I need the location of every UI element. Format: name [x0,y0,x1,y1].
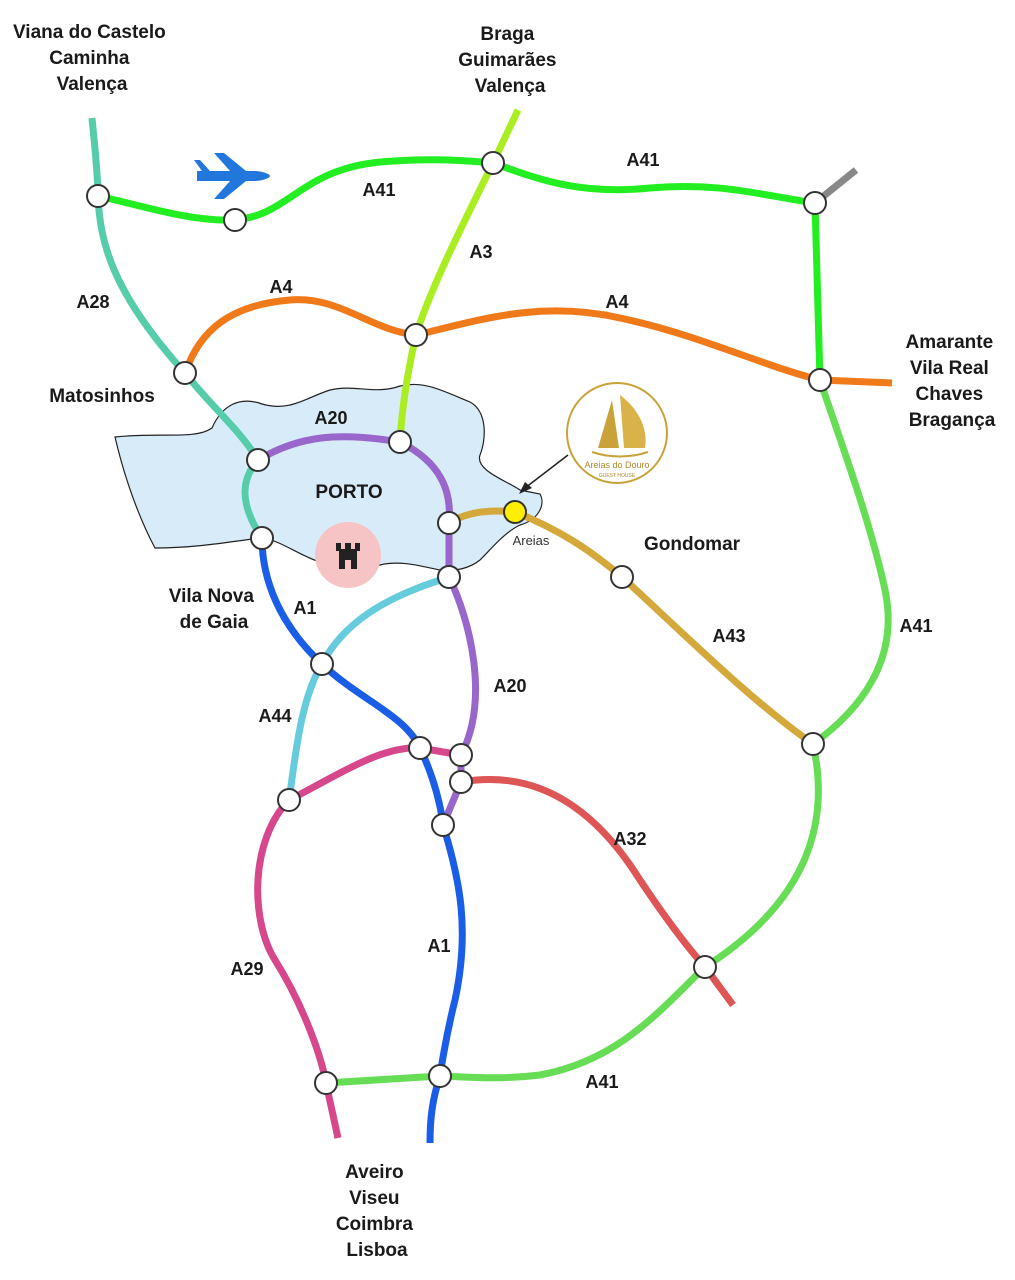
road-a32 [460,775,736,1008]
logo-subtitle: GUEST HOUSE [599,473,636,479]
junctions [86,151,832,1095]
place-gondomar: Gondomar [644,534,741,555]
destination-label: Aveiro [345,1162,403,1183]
place-vila-nova-de-gaia: Vila Nova de Gaia [169,586,259,633]
junction[interactable] [314,1071,338,1095]
place-matosinhos: Matosinhos [49,386,155,407]
junction[interactable] [801,732,825,756]
road-label-a1: A1 [427,936,450,956]
junction[interactable] [277,788,301,812]
junction[interactable] [86,184,110,208]
destination-label: Valença [57,74,128,95]
road-a4 [181,296,893,387]
junction[interactable] [310,652,334,676]
destination-label: Vila Real [910,358,989,379]
logo: Areias do Douro GUEST HOUSE [566,382,668,484]
place-label: Vila Nova [169,586,255,607]
destination-label: Chaves [916,384,984,405]
junction[interactable] [437,565,461,589]
road-a20 [256,433,480,827]
junction[interactable] [431,813,455,837]
road-label-a1: A1 [293,598,316,618]
road-label-a4: A4 [605,292,628,312]
destinations-south: Aveiro Viseu Coimbra Lisboa [336,1162,418,1261]
junction[interactable] [408,736,432,760]
road-label-a41: A41 [626,150,659,170]
junction[interactable] [808,368,832,392]
road-label-a41: A41 [899,616,932,636]
junction[interactable] [803,191,827,215]
pointer-arrow-icon [519,454,569,494]
junction[interactable] [693,955,717,979]
logo-name: Areias do Douro [584,460,649,470]
junction[interactable] [173,361,197,385]
place-areias: Areias [513,533,550,548]
destination-label: Amarante [906,332,994,353]
junction[interactable] [610,565,634,589]
destination-label: Bragança [909,410,996,431]
junction[interactable] [388,430,412,454]
road-label-a4: A4 [269,277,292,297]
road-label-a29: A29 [230,959,263,979]
airplane-icon [194,153,270,199]
junction[interactable] [428,1064,452,1088]
junction[interactable] [437,511,461,535]
destination-label: Lisboa [346,1240,408,1261]
road-label-a41: A41 [362,180,395,200]
destination-label: Braga [480,24,534,45]
road-label-a43: A43 [712,626,745,646]
place-label: de Gaia [180,612,249,633]
road-label-a28: A28 [76,292,109,312]
areias-marker[interactable] [503,500,527,524]
place-porto: PORTO [315,482,382,503]
destinations-east: Amarante Vila Real Chaves Bragança [906,332,999,431]
destination-label: Caminha [49,48,130,69]
junction[interactable] [250,526,274,550]
road-label-a20: A20 [314,408,347,428]
junction[interactable] [449,743,473,767]
road-label-a44: A44 [258,706,291,726]
destination-label: Viseu [349,1188,399,1209]
junction[interactable] [481,151,505,175]
destination-label: Valença [475,76,546,97]
road-label-a20: A20 [493,676,526,696]
road-label-a3: A3 [469,242,492,262]
road-a43 [447,507,816,747]
road-label-a32: A32 [613,829,646,849]
junction[interactable] [449,770,473,794]
junction[interactable] [404,323,428,347]
destination-label: Viana do Castelo [13,22,166,43]
destinations-northwest: Viana do Castelo Caminha Valença [13,22,171,95]
castle-landmark [315,522,381,588]
junction[interactable] [223,208,247,232]
destination-label: Guimarães [458,50,556,71]
destination-label: Coimbra [336,1214,414,1235]
road-a1 [258,537,466,1144]
road-label-a41: A41 [585,1072,618,1092]
destinations-north: Braga Guimarães Valença [458,24,562,97]
junction[interactable] [246,448,270,472]
castle-icon [336,543,360,569]
road-a41-east [325,378,892,1087]
